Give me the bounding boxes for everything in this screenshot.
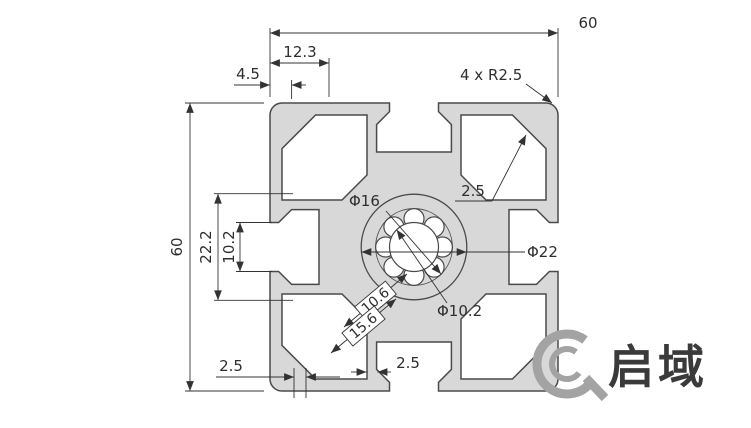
width-top-label: 60 [578, 14, 597, 32]
dimension-width-top: 60 [269, 14, 598, 97]
brand-name: 启域 [608, 340, 708, 394]
dimension-dia16: Φ16 [349, 192, 442, 275]
leader-line [525, 83, 553, 104]
profile-cross-section [269, 102, 559, 392]
dimension-dia10-2: Φ10.2 [396, 229, 482, 320]
brand-logo: 启域 [532, 329, 708, 402]
wall-top-right-label: 2.5 [461, 182, 485, 200]
logo-q-inner-arc [549, 346, 582, 382]
slot-opening-label: 10.2 [220, 230, 238, 263]
dimension-wall-bottom-mid: 2.5 [351, 354, 420, 376]
top-wall-label: 4.5 [236, 65, 260, 83]
slot-span-label: 22.2 [197, 230, 215, 263]
logo-q-tail [582, 374, 609, 402]
phi16-reference-circle [375, 208, 453, 286]
dimension-top-offset: 12.3 [270, 43, 330, 97]
dimension-wall-bottom-left: 2.5 [216, 357, 340, 398]
dimension-top-wall: 4.5 [234, 65, 306, 99]
dimension-height-left: 60 [168, 102, 264, 392]
height-left-label: 60 [168, 237, 186, 256]
top-offset-label: 12.3 [283, 43, 316, 61]
label-frame [341, 305, 386, 347]
dimension-slot-span: 22.2 [197, 193, 293, 301]
leader-line [396, 229, 448, 304]
dimension-slot-opening: 10.2 [220, 222, 272, 272]
dia10-2-label: Φ10.2 [437, 302, 482, 320]
leader-line [385, 210, 442, 275]
phi22-hub-circle [360, 193, 468, 301]
wall-bottom-left-label: 2.5 [219, 357, 243, 375]
dia16-label: Φ16 [349, 192, 380, 210]
leader-line [491, 134, 527, 202]
corner-radius-label: 4 x R2.5 [460, 66, 522, 84]
logo-q-outer-arc [532, 329, 595, 399]
dimension-wall-top-right: 2.5 [455, 134, 527, 202]
dimension-dia22: Φ22 [361, 243, 558, 261]
dimension-corner-radius: 4 x R2.5 [460, 66, 553, 104]
dia22-label: Φ22 [527, 243, 558, 261]
wall-bottom-mid-label: 2.5 [396, 354, 420, 372]
